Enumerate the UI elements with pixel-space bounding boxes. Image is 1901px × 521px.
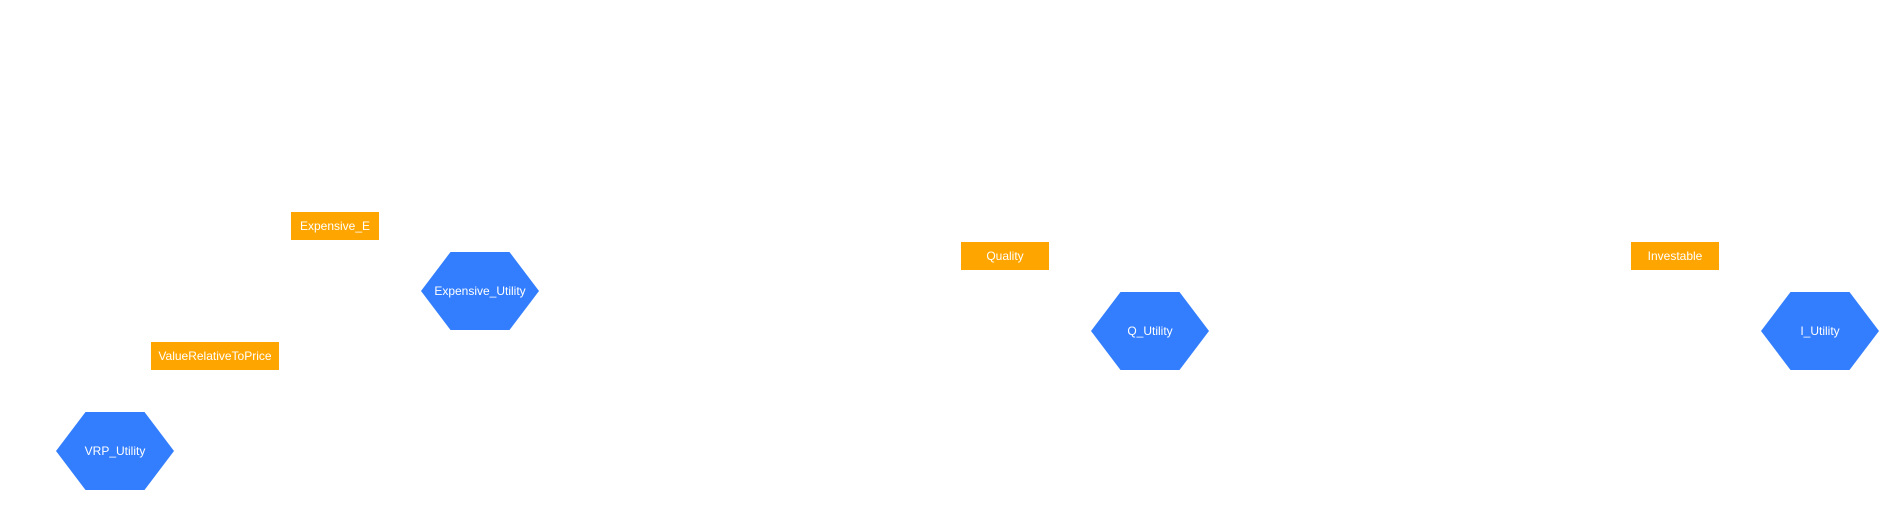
decision-node-expensive-e[interactable]: Expensive_E [291,212,379,240]
utility-node-label: Q_Utility [1127,324,1173,338]
decision-node-quality[interactable]: Quality [961,242,1049,270]
decision-node-label: Quality [986,249,1024,263]
decision-node-label: Investable [1647,249,1703,263]
decision-node-investable[interactable]: Investable [1631,242,1719,270]
utility-node-i-utility[interactable]: I_Utility [1761,292,1879,370]
decision-node-label: Expensive_E [299,219,371,233]
utility-node-expensive-utility[interactable]: Expensive_Utility [421,252,539,330]
decision-node-label: ValueRelativeToPrice [158,349,272,363]
utility-node-label: I_Utility [1800,324,1840,338]
utility-node-label: Expensive_Utility [434,284,526,298]
utility-node-label: VRP_Utility [84,444,146,458]
utility-node-vrp-utility[interactable]: VRP_Utility [56,412,174,490]
decision-node-value-relative-to-price[interactable]: ValueRelativeToPrice [151,342,279,370]
utility-node-q-utility[interactable]: Q_Utility [1091,292,1209,370]
